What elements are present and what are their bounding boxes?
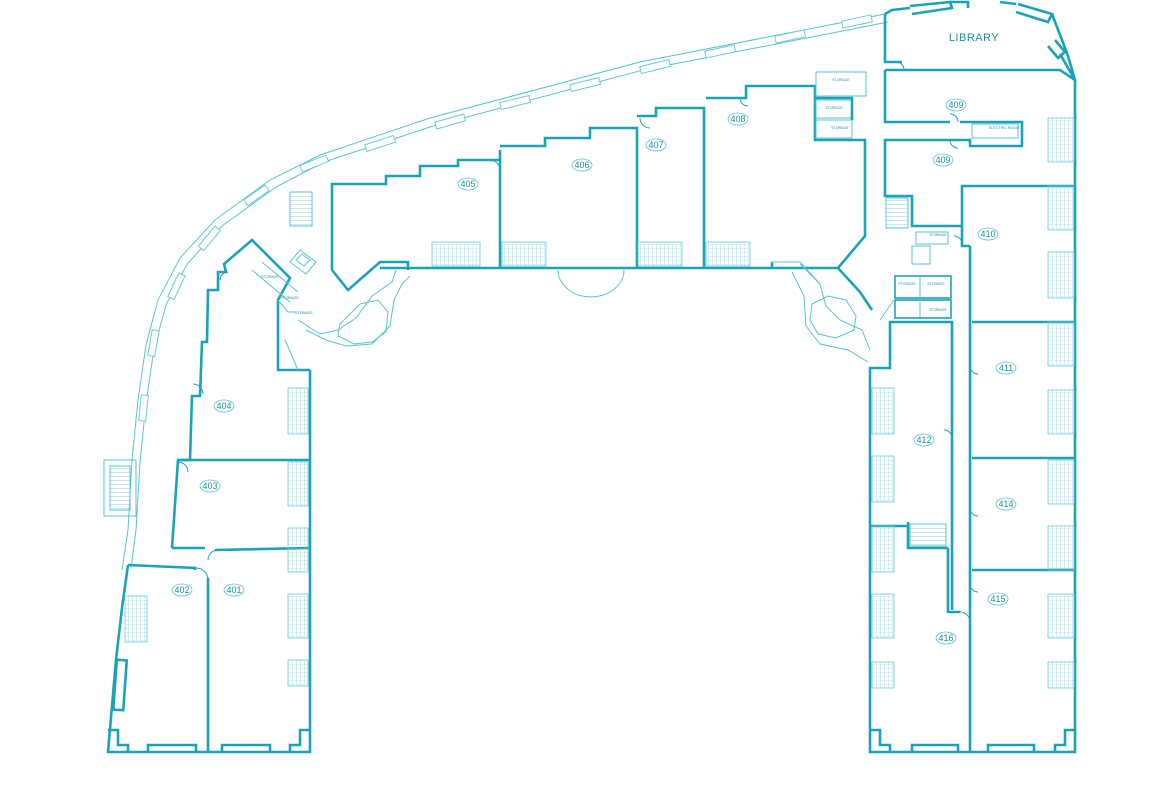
storage-label: STORAGE xyxy=(295,311,313,315)
window-grid xyxy=(287,387,309,435)
window-grid xyxy=(287,461,309,507)
room-406: 406 xyxy=(571,158,593,172)
window-grid xyxy=(1047,525,1075,571)
window-grid xyxy=(637,241,683,267)
room-labels: 401 402 403 404 405 406 407 408 xyxy=(171,98,1017,645)
room-number: 411 xyxy=(999,363,1013,373)
library-block xyxy=(883,0,1077,231)
room-number: 406 xyxy=(574,160,589,170)
exterior-stair-left xyxy=(103,459,137,517)
window-grid xyxy=(871,661,895,689)
window-grid xyxy=(1047,459,1075,505)
window xyxy=(499,94,532,111)
small-labels: STORAGE STORAGE STORAGE STORAGE STORAGE … xyxy=(261,78,1019,315)
window-grid xyxy=(1047,251,1075,299)
window-grid xyxy=(124,595,148,643)
room-408: 408 xyxy=(727,112,749,126)
window xyxy=(704,44,737,59)
exterior-facade xyxy=(121,13,889,571)
left-wing xyxy=(106,238,312,754)
library-label: LIBRARY xyxy=(949,32,1000,44)
storage-label: STORAGE xyxy=(261,275,279,279)
top-wing xyxy=(380,71,867,298)
storage-label: STORAGE xyxy=(281,296,299,300)
library-label-text: LIBRARY xyxy=(949,32,1000,44)
storage-label: STORAGE xyxy=(831,126,849,130)
room-number: 412 xyxy=(916,435,931,445)
room-number: 408 xyxy=(730,114,745,124)
window-grid xyxy=(287,659,309,687)
storage-label: STORAGE xyxy=(832,78,850,82)
room-number: 410 xyxy=(980,229,995,239)
room-410: 410 xyxy=(977,227,999,241)
room-409-upper: 409 xyxy=(945,98,967,112)
right-junction xyxy=(791,263,874,363)
storage-label: STORAGE xyxy=(927,282,945,286)
window-grid xyxy=(1047,321,1075,367)
room-number: 403 xyxy=(202,481,217,491)
room-407: 407 xyxy=(645,138,667,152)
window xyxy=(639,58,672,75)
stairwell xyxy=(289,191,313,227)
window xyxy=(364,134,397,153)
room-411: 411 xyxy=(995,361,1017,375)
window-grid xyxy=(501,241,547,267)
window xyxy=(147,329,160,358)
room-412: 412 xyxy=(913,433,935,447)
room-number: 401 xyxy=(226,585,241,595)
left-junction xyxy=(289,158,500,347)
storage-label: STORAGE xyxy=(825,106,843,110)
window xyxy=(167,272,186,301)
window-grid xyxy=(1047,117,1075,163)
room-409-lower: 409 xyxy=(932,153,954,167)
room-number: 416 xyxy=(938,633,953,643)
window xyxy=(197,225,222,252)
room-number: 407 xyxy=(648,140,663,150)
room-415: 415 xyxy=(987,592,1009,606)
room-401: 401 xyxy=(223,583,245,597)
window-grid xyxy=(1047,593,1075,639)
room-402: 402 xyxy=(171,583,193,597)
window-grid xyxy=(1047,389,1075,435)
window-grid xyxy=(871,387,895,435)
storage-label: STORAGE xyxy=(929,233,947,237)
storage-label: STORAGE xyxy=(929,308,947,312)
room-403: 403 xyxy=(199,479,221,493)
stairwell xyxy=(909,523,947,547)
window-grid xyxy=(871,593,895,639)
window xyxy=(299,154,330,173)
window-grid xyxy=(871,525,895,573)
room-404: 404 xyxy=(213,399,235,413)
window-grid xyxy=(1047,661,1075,689)
window-grid xyxy=(287,593,309,639)
room-405: 405 xyxy=(457,177,479,191)
room-number: 405 xyxy=(460,179,475,189)
electric-room-label: ELECTRIC ROOM xyxy=(989,126,1019,130)
window xyxy=(138,394,149,422)
room-416: 416 xyxy=(935,631,957,645)
window xyxy=(434,113,467,130)
window xyxy=(569,76,602,93)
window xyxy=(242,184,270,207)
right-wing xyxy=(868,186,1077,754)
stairwell xyxy=(885,197,909,229)
room-number: 402 xyxy=(174,585,189,595)
window-grid xyxy=(705,241,751,267)
room-414: 414 xyxy=(995,497,1017,511)
window-grid xyxy=(871,455,895,503)
room-number: 409 xyxy=(948,100,963,110)
room-number: 414 xyxy=(998,499,1013,509)
room-number: 409 xyxy=(935,155,950,165)
window-grid xyxy=(287,527,309,573)
window-grid xyxy=(431,241,481,267)
window-grid xyxy=(1047,185,1075,231)
room-number: 415 xyxy=(990,594,1005,604)
room-number: 404 xyxy=(216,401,231,411)
window xyxy=(840,14,873,29)
storage-label: STORAGE xyxy=(898,282,916,286)
window xyxy=(774,29,807,44)
